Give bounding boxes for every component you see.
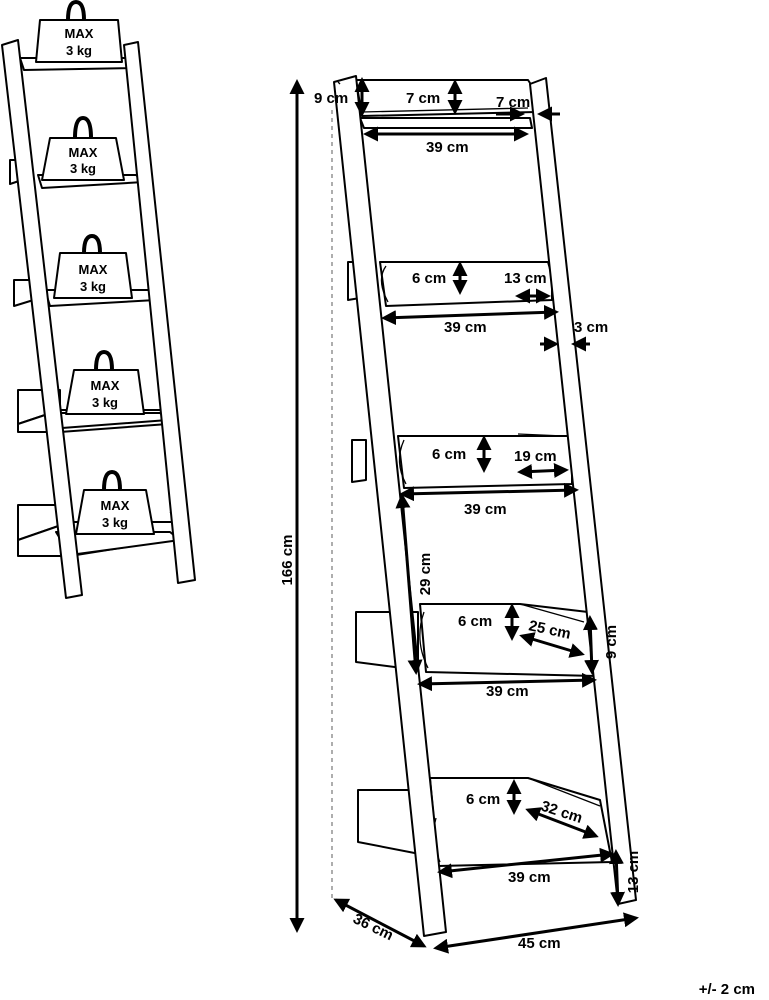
shelf-spacing-label: 29 cm bbox=[417, 553, 434, 596]
weight-label-kg: 3 kg bbox=[102, 515, 128, 530]
small-right-rail bbox=[123, 41, 196, 584]
top-rim-height-label: 9 cm bbox=[314, 90, 348, 107]
shelf-width-label-4: 39 cm bbox=[486, 683, 529, 700]
shelf-depth-label-3: 19 cm bbox=[514, 448, 557, 465]
weight-icon: MAX 3 kg bbox=[35, 0, 123, 63]
weight-icon: MAX 3 kg bbox=[41, 115, 125, 181]
top-shelf-offset-label: 7 cm bbox=[496, 94, 530, 111]
weight-label-max: MAX bbox=[101, 498, 130, 513]
weight-label-kg: 3 kg bbox=[70, 161, 96, 176]
shelf-rim-height-label-2: 6 cm bbox=[412, 270, 446, 287]
shelf-depth-label-2: 13 cm bbox=[504, 270, 547, 287]
small-left-rail bbox=[1, 39, 83, 599]
tolerance-note: +/- 2 cm bbox=[698, 981, 755, 998]
total-height-label: 166 cm bbox=[279, 535, 296, 586]
shelf-width-label-1: 39 cm bbox=[426, 139, 469, 156]
weight-label-max: MAX bbox=[65, 26, 94, 41]
shelf-rim-height-label-4: 6 cm bbox=[458, 613, 492, 630]
weight-label-kg: 3 kg bbox=[80, 279, 106, 294]
large-ladder-illustration bbox=[331, 75, 637, 937]
base-depth-label: 36 cm bbox=[350, 910, 396, 944]
shelf-width-label-3: 39 cm bbox=[464, 501, 507, 518]
base-leg-height-label: 13 cm bbox=[625, 851, 642, 894]
weight-label-max: MAX bbox=[79, 262, 108, 277]
large-shelf-1 bbox=[355, 79, 537, 129]
shelf-rim-height-label-3: 6 cm bbox=[432, 446, 466, 463]
weight-label-max: MAX bbox=[91, 378, 120, 393]
shelf-width-label-2: 39 cm bbox=[444, 319, 487, 336]
small-ladder-illustration: MAX 3 kg MAX 3 kg MAX 3 kg MAX 3 kg MAX … bbox=[1, 0, 196, 599]
base-width-label: 45 cm bbox=[518, 935, 561, 952]
weight-icon: MAX 3 kg bbox=[75, 469, 155, 535]
weight-label-max: MAX bbox=[69, 145, 98, 160]
shelf-width-label-5: 39 cm bbox=[508, 869, 551, 886]
box-height-label: 9 cm bbox=[603, 625, 620, 659]
dimension-lines bbox=[289, 77, 639, 954]
shelf-rim-height-label-5: 6 cm bbox=[466, 791, 500, 808]
weight-icon: MAX 3 kg bbox=[53, 233, 133, 299]
rail-thickness-label: 3 cm bbox=[574, 319, 608, 336]
weight-label-kg: 3 kg bbox=[66, 43, 92, 58]
weight-icon: MAX 3 kg bbox=[65, 349, 145, 415]
weight-label-kg: 3 kg bbox=[92, 395, 118, 410]
top-shelf-height-label: 7 cm bbox=[406, 90, 440, 107]
